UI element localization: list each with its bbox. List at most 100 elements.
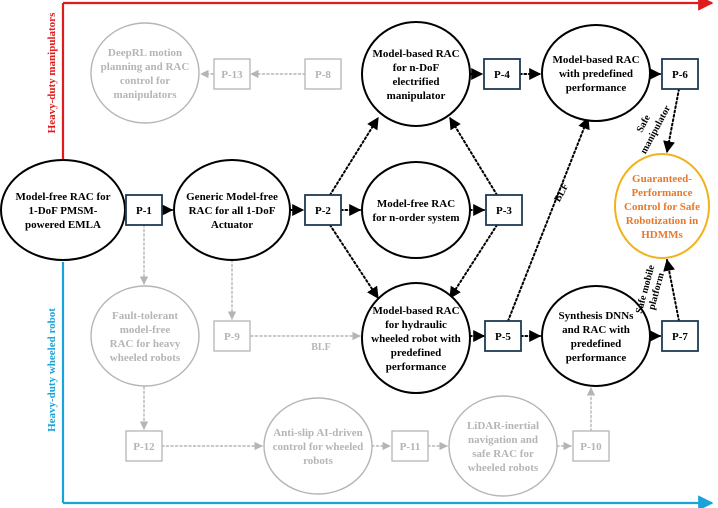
node-goal-ellipse [614,153,710,259]
node-hydraulic: Model-based RAC for hydraulic wheeled robo… [361,282,471,394]
box-p4-label: P-4 [494,69,510,81]
node-deeprl-line-3: manipulators [114,89,178,101]
box-p9-rect [213,320,251,352]
box-p8-rect [304,58,342,90]
node-fault-line-1: model-free [120,324,171,336]
connections [125,68,680,451]
node-antislip-line-1: control for wheeled [273,441,364,453]
node-predef-line-2: performance [566,82,627,94]
box-p9-label: P-9 [224,331,240,343]
node-antislip-ellipse [263,397,373,495]
node-ndof-line-3: manipulator [387,90,446,102]
node-goal-line-3: Robotization in [626,215,698,227]
edge-p7-goal [663,258,680,322]
box-p10-label: P-10 [580,441,602,453]
box-p7-rect [661,320,699,352]
node-emla-line-2: powered EMLA [25,219,101,231]
box-p12-label: P-12 [133,441,155,453]
box-p3-rect [485,194,523,226]
box-p3: P-3 [485,194,523,226]
node-ndof-line-2: electrified [392,76,439,88]
node-emla-line-0: Model-free RAC for [15,191,110,203]
box-p8-label: P-8 [315,69,331,81]
box-p5-label: P-5 [495,331,511,343]
edge-p6-goal [663,88,680,154]
node-generic-line-2: Actuator [211,219,253,231]
node-ndof-ellipse [361,21,471,127]
node-goal-line-0: Guaranteed- [632,173,692,185]
box-p12-rect [125,430,163,462]
node-fault-ellipse [90,285,200,387]
node-norder-line-0: Model-free RAC [377,198,455,210]
edge-p5-predef-blf [507,116,590,322]
box-p2-rect [304,194,342,226]
box-p9: P-9 [213,320,251,352]
box-p2: P-2 [304,194,342,226]
node-norder-line-1: for n-order system [373,212,460,224]
node-generic-ellipse [173,159,291,261]
node-fault-line-3: wheeled robots [110,352,181,364]
node-predef-line-1: with predefined [559,68,633,80]
box-p4-rect [483,58,521,90]
edge-p2-hydraulic [329,224,379,300]
node-hydraulic-line-4: performance [386,361,447,373]
box-p3-label: P-3 [496,205,512,217]
node-predef-line-0: Model-based RAC [552,54,639,66]
node-lidar-line-2: safe RAC for [472,448,534,460]
box-p1: P-1 [125,194,163,226]
node-deeprl-line-1: planning and RAC [101,61,190,73]
node-lidar-line-0: LiDAR-inertial [467,420,539,432]
box-p1-label: P-1 [136,205,152,217]
wheeled-robot-axis-label: Heavy-duty wheeled robot [46,308,58,432]
blf-upper-label: BLF [552,182,571,204]
box-p6: P-6 [661,58,699,90]
node-hydraulic-ellipse [361,282,471,394]
node-goal-line-4: HDMMs [641,229,683,241]
node-antislip-line-0: Anti-slip AI-driven [273,427,363,439]
node-ndof-line-1: for n-DoF [393,62,440,74]
node-dnn-line-1: and RAC with [562,324,630,336]
node-deeprl-line-0: DeepRL motion [108,47,182,59]
node-hydraulic-line-2: wheeled robot with [371,333,461,345]
box-p10-rect [572,430,610,462]
node-deeprl-line-2: control for [120,75,170,87]
box-p7-label: P-7 [672,331,688,343]
box-p7: P-7 [661,320,699,352]
node-dnn-line-2: predefined [571,338,622,350]
node-deeprl: DeepRL motion planning and RAC control for… [90,22,200,124]
node-dnn-line-3: performance [566,352,627,364]
node-hydraulic-line-3: predefined [391,347,442,359]
node-lidar-ellipse [448,395,558,497]
node-dnn-ellipse [541,285,651,387]
node-predef-ellipse [541,24,651,122]
box-p8: P-8 [304,58,342,90]
box-p6-label: P-6 [672,69,688,81]
box-p5: P-5 [484,320,522,352]
node-lidar: LiDAR-inertial navigation and safe RAC for… [448,395,558,497]
node-lidar-line-1: navigation and [468,434,538,446]
box-p11-rect [391,430,429,462]
axes: Heavy-duty manipulators Heavy-duty wheel… [46,0,714,508]
box-p4: P-4 [483,58,521,90]
edge-p2-ndof [329,116,379,196]
node-fault-line-0: Fault-tolerant [112,310,178,322]
node-goal-line-2: Control for Safe [624,201,700,213]
node-hydraulic-line-1: for hydraulic [385,319,447,331]
box-p1-rect [125,194,163,226]
edge-p3-hydraulic [449,224,498,300]
blf-lower-label: BLF [311,342,330,353]
box-p2-label: P-2 [315,205,331,217]
node-fault-line-2: RAC for heavy [110,338,181,350]
node-hydraulic-line-0: Model-based RAC [372,305,459,317]
